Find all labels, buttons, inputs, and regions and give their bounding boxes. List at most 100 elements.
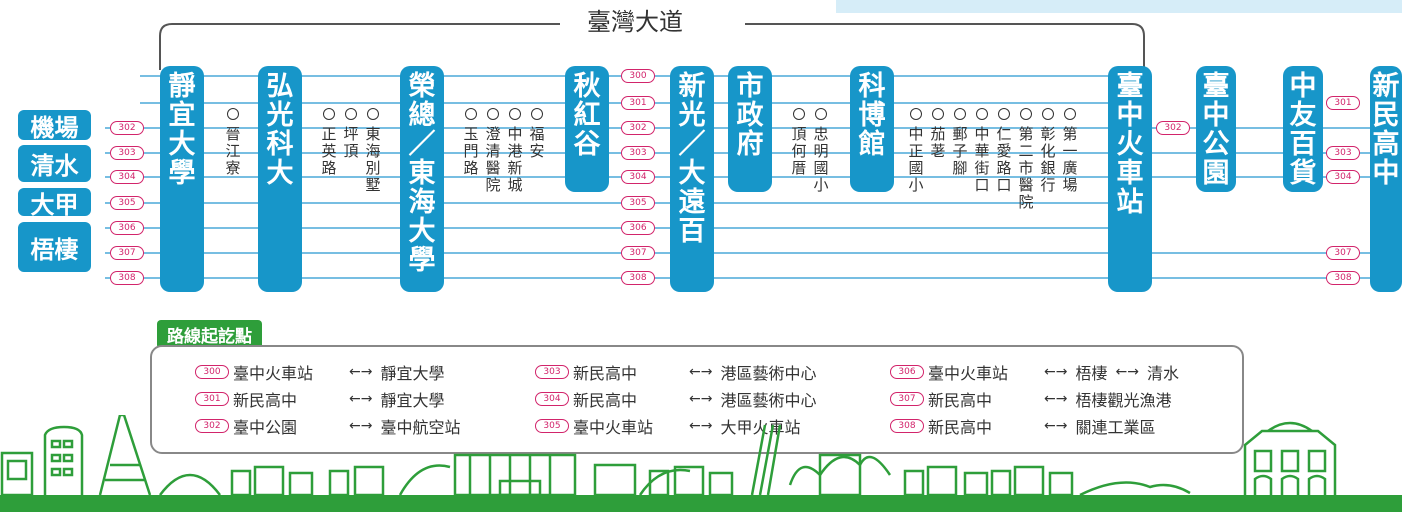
legend-to: 大甲火車站: [720, 418, 801, 437]
stop-char: 腳: [952, 159, 968, 177]
double-arrow-icon: ←→: [689, 364, 713, 380]
stop-char: 口: [996, 176, 1012, 194]
route-pill-308: 308: [1326, 271, 1360, 285]
route-pill-306: 306: [110, 221, 144, 235]
station-char: 府: [736, 129, 764, 160]
stop-char: 頂: [791, 125, 807, 143]
station-8: 臺中公園: [1196, 66, 1236, 192]
stop: 彰化銀行: [1037, 108, 1059, 211]
route-pill-302: 302: [1156, 121, 1190, 135]
route-pill-303: 303: [621, 146, 655, 160]
station-char: 弘: [266, 71, 294, 102]
legend-route-pill: 302: [195, 419, 229, 433]
stop-char: 華: [974, 142, 990, 160]
stop-char: 清: [485, 142, 501, 160]
station-char: 新: [1372, 71, 1400, 102]
stop-group-1: 正英路坪頂東海別墅: [318, 108, 384, 194]
stop-char: 荖: [930, 142, 946, 160]
double-arrow-icon: ←→: [689, 391, 713, 407]
route-pill-301: 301: [1326, 96, 1360, 110]
route-pill-308: 308: [621, 271, 655, 285]
station-7: 臺中火車站: [1108, 66, 1152, 292]
legend-from: 臺中火車站: [928, 364, 1009, 383]
route-pill-305: 305: [110, 196, 144, 210]
double-arrow-icon: ←→: [1044, 418, 1068, 434]
stop-char: 街: [974, 159, 990, 177]
stop: 仁愛路口: [993, 108, 1015, 211]
stop: 中正國小: [905, 108, 927, 211]
legend-to: 關連工業區: [1075, 418, 1156, 437]
stop-char: 小: [908, 176, 924, 194]
double-arrow-icon: ←→: [349, 364, 373, 380]
stop: 中港新城: [504, 108, 526, 194]
stop-group-3: 頂何厝忠明國小: [788, 108, 832, 194]
stop-char: 何: [791, 142, 807, 160]
legend-to: 梧棲觀光漁港: [1075, 391, 1172, 410]
legend-from: 臺中火車站: [233, 364, 314, 383]
stop-char: 第: [1062, 125, 1078, 143]
station-char: 中: [1116, 100, 1144, 131]
stop-char: 福: [529, 125, 545, 143]
stop-char: 英: [321, 142, 337, 160]
stop-marker: [487, 108, 499, 120]
station-char: 宜: [168, 100, 196, 131]
station-1: 弘光科大: [258, 66, 302, 292]
stop-char: 路: [321, 159, 337, 177]
stop-char: 路: [996, 159, 1012, 177]
stop: 正英路: [318, 108, 340, 194]
stop: 晉江寮: [222, 108, 244, 177]
stop-char: 海: [365, 142, 381, 160]
stop-marker: [1064, 108, 1076, 120]
legend-title: 路線起訖點: [157, 320, 262, 349]
station-char: 中: [1202, 100, 1230, 131]
station-char: 大: [168, 129, 196, 160]
route-pill-306: 306: [621, 221, 655, 235]
stop: 第一廣場: [1059, 108, 1081, 211]
terminal-station-0: 機場: [18, 110, 91, 142]
stop-marker: [227, 108, 239, 120]
station-char: 火: [1116, 129, 1144, 160]
stop-char: 中: [507, 125, 523, 143]
route-pill-308: 308: [110, 271, 144, 285]
double-arrow-icon: ←→: [1115, 364, 1139, 380]
stop-char: 別: [365, 159, 381, 177]
station-5: 市政府: [728, 66, 772, 192]
station-char: 東: [408, 158, 436, 189]
station-6: 科博館: [850, 66, 894, 192]
stop-char: 愛: [996, 142, 1012, 160]
stop-char: 新: [507, 159, 523, 177]
station-char: 谷: [573, 129, 601, 160]
stop: 福安: [526, 108, 548, 194]
station-char: 海: [408, 187, 436, 218]
station-char: 科: [266, 129, 294, 160]
road-bracket: [159, 23, 560, 70]
legend-route-pill: 308: [890, 419, 924, 433]
stop-char: 醫: [485, 159, 501, 177]
route-pill-302: 302: [621, 121, 655, 135]
legend-from: 新民高中: [573, 364, 638, 383]
legend-box: [150, 345, 1244, 454]
legend-from: 新民高中: [928, 418, 993, 437]
route-pill-300: 300: [621, 69, 655, 83]
station-char: 光: [678, 100, 706, 131]
station-char: 公: [1202, 129, 1230, 160]
stop-char: 子: [952, 142, 968, 160]
legend-to2: 清水: [1146, 364, 1179, 383]
stop: 東海別墅: [362, 108, 384, 194]
stop-char: 銀: [1040, 159, 1056, 177]
route-pill-305: 305: [621, 196, 655, 210]
legend-row-308: 308 新民高中 ←→ 關連工業區: [890, 414, 1155, 438]
station-char: ／: [408, 129, 436, 160]
station-char: 大: [678, 158, 706, 189]
station-char: 學: [408, 245, 436, 276]
legend-route-pill: 304: [535, 392, 569, 406]
stop-char: 厝: [791, 159, 807, 177]
stop: 澄清醫院: [482, 108, 504, 194]
station-char: 友: [1289, 100, 1317, 131]
legend-to: 梧棲: [1075, 364, 1108, 383]
stop-char: 正: [908, 142, 924, 160]
legend-to: 靜宜大學: [380, 364, 445, 383]
